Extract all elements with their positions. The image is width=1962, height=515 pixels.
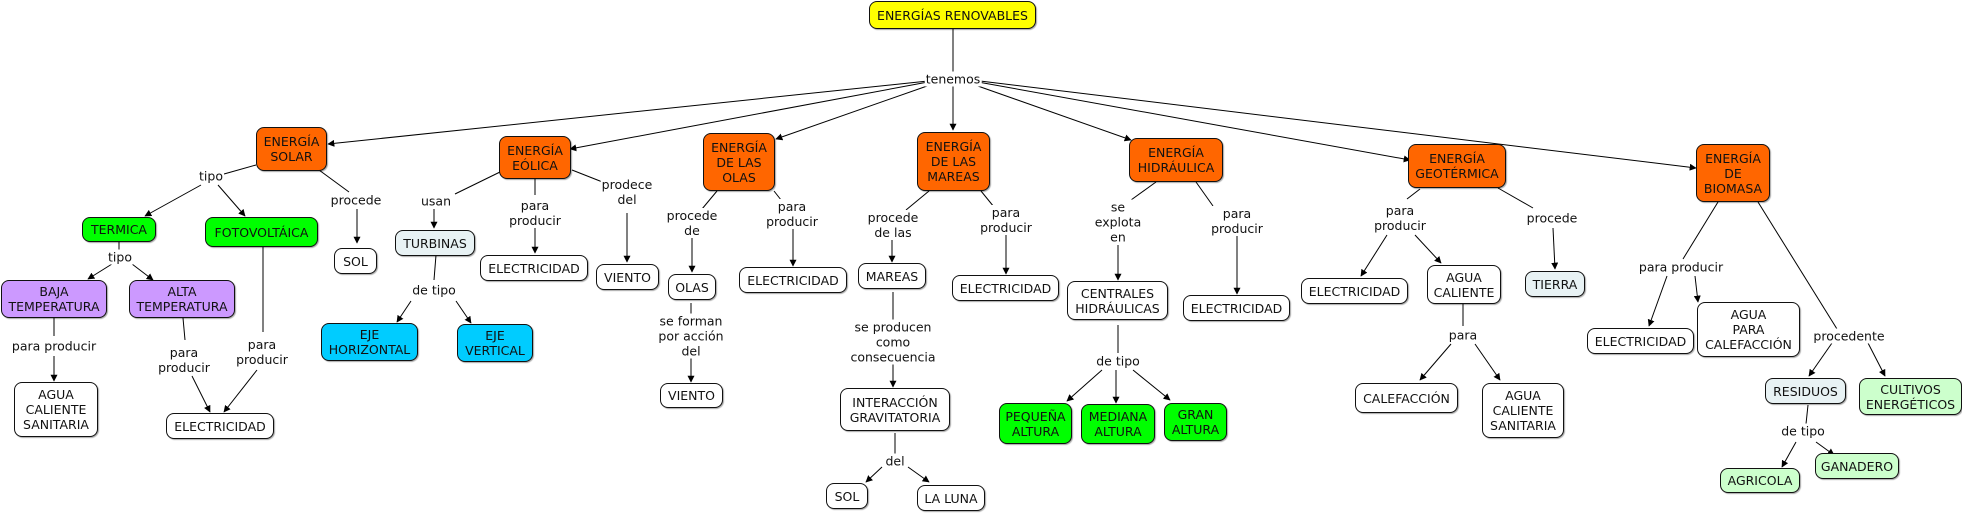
node-gran-altura[interactable]: GRAN ALTURA xyxy=(1164,403,1227,441)
node-turbinas[interactable]: TURBINAS xyxy=(395,230,475,256)
link-label-termica-tipo: tipo xyxy=(107,249,133,265)
link-label-geo-procede: procede xyxy=(1525,210,1579,226)
link-label-solar-tipo: tipo xyxy=(198,168,224,184)
node-eje-vertical[interactable]: EJE VERTICAL xyxy=(457,324,533,362)
link-label-alta-para-producir: para producir xyxy=(157,345,211,375)
node-eje-horizontal[interactable]: EJE HORIZONTAL xyxy=(321,323,418,361)
node-calefaccion[interactable]: CALEFACCIÓN xyxy=(1355,383,1458,413)
node-electricidad-mareas[interactable]: ELECTRICIDAD xyxy=(952,275,1059,301)
node-centrales-hidraulicas[interactable]: CENTRALES HIDRÁULICAS xyxy=(1067,281,1168,320)
node-alta-temperatura[interactable]: ALTA TEMPERATURA xyxy=(129,280,235,318)
node-agua-caliente[interactable]: AGUA CALIENTE xyxy=(1427,265,1501,304)
node-energia-solar[interactable]: ENERGÍA SOLAR xyxy=(256,127,327,171)
node-viento-olas[interactable]: VIENTO xyxy=(660,383,723,408)
node-ganadero[interactable]: GANADERO xyxy=(1815,453,1899,479)
link-label-bio-procedente: procedente xyxy=(1812,328,1886,344)
node-baja-temperatura[interactable]: BAJA TEMPERATURA xyxy=(1,280,107,318)
link-label-foto-para-producir: para producir xyxy=(235,337,289,367)
node-electricidad-solar[interactable]: ELECTRICIDAD xyxy=(166,413,274,439)
node-energia-olas[interactable]: ENERGÍA DE LAS OLAS xyxy=(703,133,775,191)
node-energia-eolica[interactable]: ENERGÍA EÓLICA xyxy=(499,136,571,179)
node-tierra[interactable]: TIERRA xyxy=(1525,271,1585,297)
node-electricidad-eolica[interactable]: ELECTRICIDAD xyxy=(480,255,588,281)
link-label-olas-se-forman: se forman por acción del xyxy=(657,313,725,359)
node-pequena-altura[interactable]: PEQUEÑA ALTURA xyxy=(999,403,1072,444)
link-label-agua-para: para xyxy=(1447,327,1479,343)
node-sol-mareas[interactable]: SOL xyxy=(826,483,868,509)
link-label-mareas-para-producir: para producir xyxy=(979,205,1033,235)
node-sol-solar[interactable]: SOL xyxy=(334,248,377,274)
node-fotovoltaica[interactable]: FOTOVOLTÁICA xyxy=(205,217,318,247)
node-termica[interactable]: TERMICA xyxy=(82,217,156,242)
link-label-eolica-usan: usan xyxy=(419,193,453,209)
node-energia-biomasa[interactable]: ENERGÍA DE BIOMASA xyxy=(1696,144,1770,202)
link-label-interaccion-del: del xyxy=(884,453,906,469)
node-agua-para-calefaccion[interactable]: AGUA PARA CALEFACCIÓN xyxy=(1697,302,1800,357)
node-energias-renovables[interactable]: ENERGÍAS RENOVABLES xyxy=(869,1,1036,29)
node-la-luna[interactable]: LA LUNA xyxy=(917,485,985,511)
node-residuos[interactable]: RESIDUOS xyxy=(1765,378,1846,404)
link-label-solar-procede: procede xyxy=(329,192,383,208)
link-label-hidro-para-producir: para producir xyxy=(1210,206,1264,236)
node-interaccion-gravitatoria[interactable]: INTERACCIÓN GRAVITATORIA xyxy=(840,388,950,431)
link-label-eolica-para-producir: para producir xyxy=(508,198,562,228)
node-mareas[interactable]: MAREAS xyxy=(858,263,926,289)
node-agua-caliente-sanitaria-solar[interactable]: AGUA CALIENTE SANITARIA xyxy=(14,382,98,437)
link-label-olas-procede-de: procede de xyxy=(665,208,719,238)
node-electricidad-hidraulica[interactable]: ELECTRICIDAD xyxy=(1183,295,1290,321)
node-olas[interactable]: OLAS xyxy=(668,274,716,300)
link-label-bio-para-producir: para producir xyxy=(1637,259,1725,275)
link-label-mareas-se-producen: se producen como consecuencia xyxy=(849,319,937,365)
link-label-residuos-de-tipo: de tipo xyxy=(1780,423,1826,439)
node-energia-hidraulica[interactable]: ENERGÍA HIDRÁULICA xyxy=(1129,138,1223,182)
node-electricidad-geotermica[interactable]: ELECTRICIDAD xyxy=(1301,278,1408,304)
node-electricidad-olas[interactable]: ELECTRICIDAD xyxy=(739,267,847,293)
node-energia-mareas[interactable]: ENERGÍA DE LAS MAREAS xyxy=(917,132,990,191)
node-agua-caliente-sanitaria-geo[interactable]: AGUA CALIENTE SANITARIA xyxy=(1482,383,1564,438)
node-energia-geotermica[interactable]: ENERGÍA GEOTÉRMICA xyxy=(1408,144,1506,188)
node-electricidad-biomasa[interactable]: ELECTRICIDAD xyxy=(1587,328,1694,354)
link-label-turbinas-de-tipo: de tipo xyxy=(411,282,457,298)
node-cultivos-energeticos[interactable]: CULTIVOS ENERGÉTICOS xyxy=(1859,378,1962,415)
node-agricola[interactable]: AGRICOLA xyxy=(1720,468,1800,493)
link-label-centrales-de-tipo: de tipo xyxy=(1095,353,1141,369)
link-label-eolica-prodece-del: prodece del xyxy=(600,177,654,207)
link-label-hidro-se-explota-en: se explota en xyxy=(1093,199,1143,245)
node-viento-eolica[interactable]: VIENTO xyxy=(596,264,659,290)
link-label-geo-para-producir: para producir xyxy=(1373,203,1427,233)
link-label-olas-para-producir: para producir xyxy=(765,199,819,229)
link-label-baja-para-producir: para producir xyxy=(10,338,98,354)
node-mediana-altura[interactable]: MEDIANA ALTURA xyxy=(1081,404,1155,444)
link-label-tenemos: tenemos xyxy=(924,71,982,87)
link-label-mareas-procede-de-las: procede de las xyxy=(866,210,920,240)
